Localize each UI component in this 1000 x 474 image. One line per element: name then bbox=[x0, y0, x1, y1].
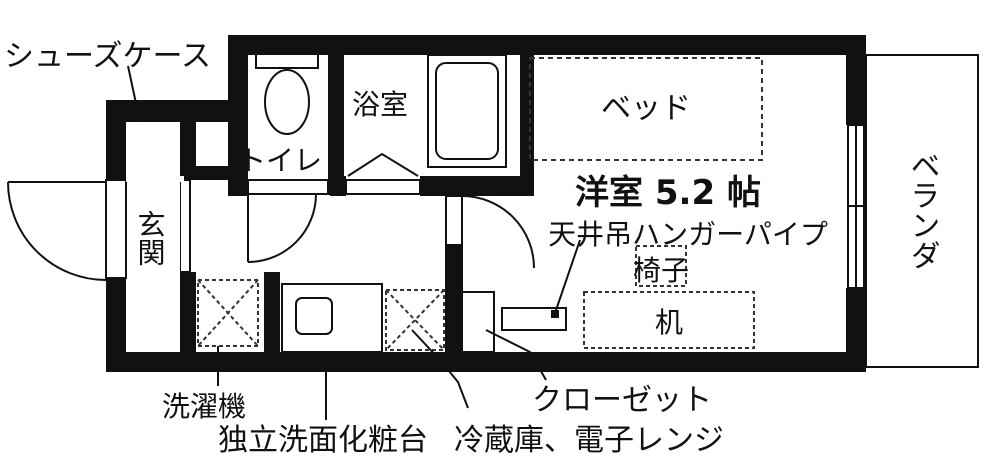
fridge-box bbox=[385, 289, 445, 351]
toilet-door-swing bbox=[247, 193, 317, 263]
entrance-floor bbox=[126, 180, 180, 278]
leader-hanger-pipe bbox=[553, 239, 581, 317]
wall-toilet-corner bbox=[228, 176, 248, 196]
label-bed: ベッド bbox=[601, 91, 691, 126]
veranda-outline bbox=[865, 54, 979, 368]
wall-toilet-bath bbox=[328, 35, 344, 195]
bath-door bbox=[345, 152, 421, 195]
toilet-door bbox=[247, 179, 329, 263]
toilet-bowl bbox=[264, 69, 310, 135]
room-door bbox=[461, 195, 535, 269]
label-toilet: トイレ bbox=[238, 144, 322, 177]
hall-opening bbox=[126, 176, 184, 182]
label-entrance: 玄関 bbox=[134, 210, 167, 266]
closet-fixture bbox=[461, 291, 495, 353]
leader-fridge bbox=[411, 329, 469, 409]
chair-outline bbox=[635, 245, 687, 287]
bath-fixture bbox=[427, 54, 507, 168]
wall-shoecase-bottom bbox=[180, 166, 230, 180]
label-chair: 椅子 bbox=[633, 254, 689, 287]
wall-right-upper bbox=[846, 35, 866, 125]
label-veranda: ベランダ bbox=[905, 150, 940, 270]
toilet-door-frame bbox=[247, 179, 329, 195]
hanger-pipe bbox=[501, 307, 567, 331]
bath-door-fold bbox=[347, 152, 419, 177]
label-closet: クローゼット bbox=[532, 383, 712, 418]
toilet-fixture bbox=[255, 51, 319, 135]
label-room: 洋室 5.2 帖 bbox=[575, 173, 761, 213]
wall-bath-bottom bbox=[420, 176, 534, 196]
wall-top bbox=[228, 35, 865, 55]
bathtub-inner bbox=[435, 62, 499, 160]
wall-kitchen-left bbox=[264, 272, 280, 362]
washing-machine-x2 bbox=[197, 279, 259, 347]
label-hanger-pipe: 天井吊ハンガーパイプ bbox=[548, 218, 828, 251]
entrance-door-frame bbox=[179, 179, 191, 273]
label-vanity: 独立洗面化粧台 bbox=[218, 423, 428, 458]
label-fridge-microwave: 冷蔵庫、電子レンジ bbox=[454, 423, 724, 458]
label-washing-machine: 洗濯機 bbox=[162, 390, 246, 423]
toilet-tank bbox=[255, 51, 319, 69]
leader-shoe-case bbox=[127, 65, 141, 123]
bathtub-outer bbox=[427, 54, 507, 168]
leader-lines bbox=[127, 65, 581, 420]
wall-bottom bbox=[106, 352, 866, 372]
wall-toilet-left bbox=[228, 35, 248, 195]
label-bathroom: 浴室 bbox=[352, 88, 408, 121]
vanity-counter bbox=[281, 283, 383, 353]
leader-closet bbox=[485, 329, 547, 381]
washing-machine-fixture bbox=[197, 279, 259, 347]
wall-laundry-left bbox=[180, 272, 196, 362]
vanity-sink bbox=[295, 297, 333, 335]
desk-outline bbox=[583, 291, 755, 349]
closet-box bbox=[461, 291, 495, 353]
front-door-swing bbox=[7, 181, 107, 281]
front-door-opening bbox=[105, 179, 127, 279]
fridge-fixture bbox=[385, 289, 445, 351]
label-desk: 机 bbox=[655, 306, 683, 339]
veranda bbox=[847, 54, 979, 368]
wall-closet-left-solid bbox=[446, 244, 462, 362]
wall-entrance-left-upper bbox=[106, 100, 126, 180]
wall-entrance-left-lower bbox=[106, 278, 126, 372]
room-door-swing bbox=[461, 195, 535, 269]
wall-shoecase-right bbox=[180, 122, 196, 180]
wall-right-lower bbox=[846, 288, 866, 372]
label-shoe-case: シューズケース bbox=[4, 39, 211, 74]
washing-machine-box bbox=[197, 279, 259, 347]
wall-bath-bottom-left bbox=[330, 176, 346, 196]
front-door bbox=[7, 181, 107, 281]
bed-outline bbox=[529, 57, 763, 161]
bath-door-frame bbox=[345, 179, 421, 195]
vanity-fixture bbox=[281, 283, 383, 353]
